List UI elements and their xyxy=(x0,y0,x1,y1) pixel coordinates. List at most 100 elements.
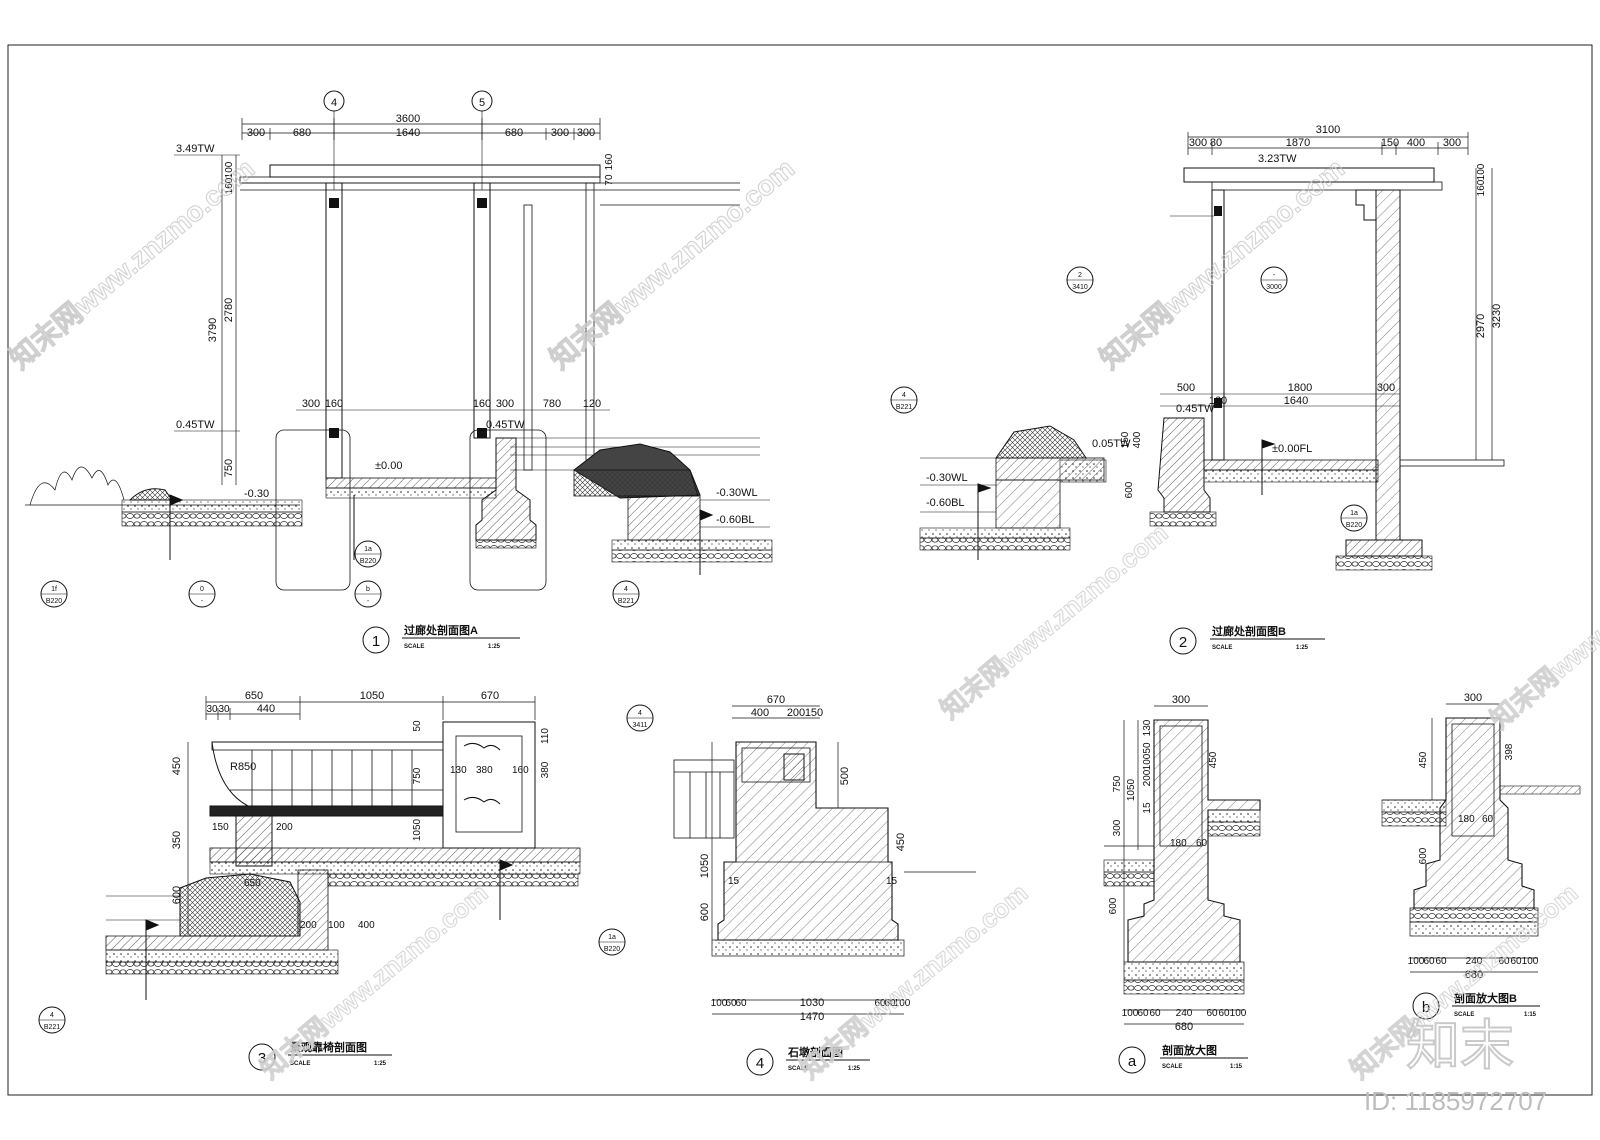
dim-3-440: 440 xyxy=(257,703,275,715)
dim-3-30b: 30 xyxy=(218,704,230,715)
dim-a-b-680: 680 xyxy=(1175,1021,1193,1033)
dim-1-v-70: 70 xyxy=(604,174,615,186)
dim-b-180: 180 xyxy=(1458,814,1475,825)
tag-b: b - xyxy=(354,580,382,608)
dim-2-400: 400 xyxy=(1407,137,1425,149)
dim-4-200: 200 xyxy=(787,707,805,719)
title-block-1: 1 过廊处剖面图A SCALE 1:25 xyxy=(362,623,520,654)
dim-4-b-100a: 100 xyxy=(711,998,728,1009)
dim-a-v-750: 750 xyxy=(1112,775,1123,792)
dim-1-v-3790: 3790 xyxy=(207,318,219,342)
svg-text:3411: 3411 xyxy=(632,722,647,729)
svg-text:4: 4 xyxy=(638,710,642,717)
dim-a-60: 60 xyxy=(1196,838,1208,849)
dim-b-b-680: 680 xyxy=(1465,969,1483,981)
title-a-number: a xyxy=(1128,1053,1137,1070)
dim-4-b-60c: 60 xyxy=(874,998,886,1009)
title-block-b: b 剖面放大图B SCALE 1:15 xyxy=(1412,991,1540,1020)
dim-3-650: 650 xyxy=(245,690,263,702)
title-3-text: 景观靠椅剖面图 xyxy=(289,1040,367,1054)
dim-1-v-160r: 160 xyxy=(604,153,615,170)
dim-a-v-130: 130 xyxy=(1142,719,1153,736)
section-4-drawing: 4 3411 670 400 200 150 15 15 500 450 105… xyxy=(626,694,976,1023)
level-1-0.45TW-r: 0.45TW xyxy=(486,419,525,431)
dim-3-380h: 380 xyxy=(476,765,493,776)
title-b-text: 剖面放大图B xyxy=(1454,991,1517,1005)
title-2-text: 过廊处剖面图B xyxy=(1212,624,1286,638)
dim-3-v-450: 450 xyxy=(171,757,183,775)
title-3-number: 3 xyxy=(258,1050,266,1067)
tag-minus-3000: - 3000 xyxy=(1260,266,1288,294)
title-a-scale-value: 1:15 xyxy=(1230,1064,1243,1070)
dim-4-v-1050: 1050 xyxy=(699,854,711,878)
tag-4-B221: 4 B221 xyxy=(612,580,640,608)
dim-b-b-240: 240 xyxy=(1466,956,1483,967)
title-block-3: 3 景观靠椅剖面图 SCALE 1:25 xyxy=(248,1040,392,1071)
dim-b-b-60b: 60 xyxy=(1435,956,1447,967)
dim-1-3600: 3600 xyxy=(396,113,420,125)
dim-1-v-750: 750 xyxy=(223,459,235,477)
dim-2-v-150: 150 xyxy=(1120,431,1131,448)
dim-1-300c: 300 xyxy=(577,127,595,139)
title-block-4: 4 石墩剖面图 SCALE 1:25 xyxy=(746,1045,870,1076)
tag-1a-B220-b: 1a B220 xyxy=(1340,504,1368,532)
level-2-0.05TW: 0.05TW xyxy=(1092,438,1131,450)
title-4-number: 4 xyxy=(756,1055,764,1072)
dim-2-300b: 300 xyxy=(1443,137,1461,149)
dim-2-m-1640: 1640 xyxy=(1284,395,1308,407)
dim-3-30a: 30 xyxy=(206,704,218,715)
tag-2-3410: 2 3410 xyxy=(1066,266,1094,294)
svg-text:4: 4 xyxy=(50,1012,54,1019)
dim-b-v-398: 398 xyxy=(1504,743,1515,760)
title-3-scale-value: 1:25 xyxy=(374,1061,387,1067)
dim-1-v-160: 160 xyxy=(224,177,235,194)
dim-4-150: 150 xyxy=(805,707,823,719)
dim-2-v-2970: 2970 xyxy=(1475,314,1487,338)
dim-2-80: 80 xyxy=(1210,137,1222,149)
dim-2-v-600: 600 xyxy=(1124,481,1135,498)
svg-text:1a: 1a xyxy=(608,934,616,941)
dim-2-m-300: 300 xyxy=(1377,382,1395,394)
title-1-scale-value: 1:25 xyxy=(488,644,501,650)
svg-text:1a: 1a xyxy=(364,546,372,553)
dim-4-15b: 15 xyxy=(886,876,898,887)
dim-a-v-450: 450 xyxy=(1208,751,1219,768)
tag-4-B221-c: 4 B221 xyxy=(38,1006,66,1034)
svg-text:-: - xyxy=(367,598,370,605)
detail-b-drawing: 300 180 60 450 398 600 100 60 60 240 60 … xyxy=(1381,692,1581,981)
dim-1-300b: 300 xyxy=(551,127,569,139)
dim-2-m-1800: 1800 xyxy=(1288,382,1312,394)
level-2-0.00FL: ±0.00FL xyxy=(1272,443,1312,455)
dim-3-R850: R850 xyxy=(230,761,256,773)
svg-text:B221: B221 xyxy=(618,598,634,605)
dim-1-300a: 300 xyxy=(247,127,265,139)
dim-4-400: 400 xyxy=(751,707,769,719)
dim-3-v-350: 350 xyxy=(171,831,183,849)
tag-1a-B220-c: 1a B220 xyxy=(598,928,626,956)
dim-3-v-1050: 1050 xyxy=(412,818,423,841)
dim-1-1640: 1640 xyxy=(396,127,420,139)
dim-2-300: 300 xyxy=(1189,137,1207,149)
dim-4-v-500: 500 xyxy=(839,767,851,785)
dim-b-v-450: 450 xyxy=(1418,751,1429,768)
svg-text:1a: 1a xyxy=(1350,510,1358,517)
title-block-a: a 剖面放大图 SCALE 1:15 xyxy=(1118,1043,1248,1074)
level-1-WL: -0.30WL xyxy=(716,487,758,499)
dim-2-v-400: 400 xyxy=(1132,431,1143,448)
watermark-text-8: 知末网www.znzmo.com xyxy=(1485,527,1600,734)
svg-text:B220: B220 xyxy=(604,946,620,953)
svg-text:4: 4 xyxy=(624,586,628,593)
dim-a-b-60a: 60 xyxy=(1137,1008,1149,1019)
level-1-BL: -0.60BL xyxy=(716,514,755,526)
dim-1-m-160a: 160 xyxy=(325,398,343,410)
watermark-id: ID: 1185972707 xyxy=(1364,1086,1547,1116)
dim-3-v-50: 50 xyxy=(412,720,423,732)
dim-a-v-600: 600 xyxy=(1108,897,1119,914)
dim-4-b-1470: 1470 xyxy=(800,1011,824,1023)
dim-b-v-600: 600 xyxy=(1418,847,1429,864)
dim-4-670: 670 xyxy=(767,694,785,706)
axis-label-4: 4 xyxy=(331,97,337,109)
dim-2-3100: 3100 xyxy=(1316,124,1340,136)
level-1-3.49TW: 3.49TW xyxy=(176,143,215,155)
watermark-text-2: 知末网www.znzmo.com xyxy=(543,152,800,375)
